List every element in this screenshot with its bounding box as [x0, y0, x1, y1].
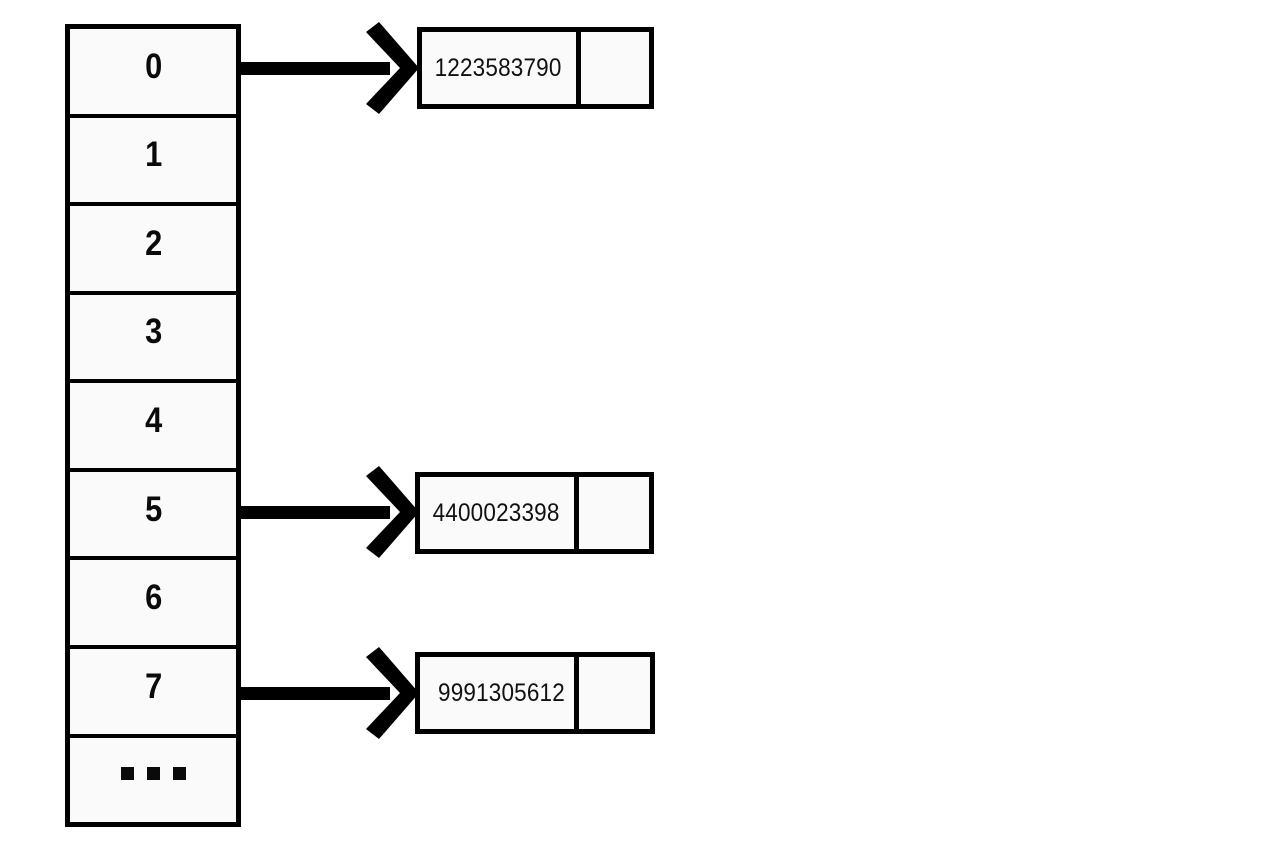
- bucket-slot-label: 4: [144, 401, 162, 441]
- bucket-slot-5[interactable]: 5: [70, 471, 236, 561]
- ellipsis-icon: [120, 767, 186, 781]
- list-node[interactable]: 4400023398: [415, 472, 654, 554]
- node-value: 9991305612: [438, 678, 565, 707]
- node-next-pointer-cell: [579, 477, 649, 549]
- node-next-pointer-cell: [579, 657, 650, 729]
- node-data-cell: 1223583790: [422, 32, 581, 104]
- list-node[interactable]: 9991305612: [415, 652, 655, 734]
- list-node[interactable]: 1223583790: [417, 27, 654, 109]
- node-value: 1223583790: [434, 53, 562, 82]
- bucket-slot-7[interactable]: 7: [70, 648, 236, 738]
- arrow-slot-5-to-node-2: [238, 466, 420, 558]
- bucket-slot-2[interactable]: 2: [70, 206, 236, 295]
- node-data-cell: 4400023398: [420, 477, 579, 549]
- bucket-array: 0 1 2 3 4 5 6 7: [65, 24, 241, 827]
- arrow-slot-7-to-node-3: [238, 647, 420, 739]
- bucket-slot-label: 3: [144, 312, 162, 352]
- bucket-slot-ellipsis: [70, 737, 236, 823]
- node-value: 4400023398: [432, 498, 560, 527]
- bucket-slot-1[interactable]: 1: [70, 117, 236, 207]
- bucket-slot-0[interactable]: 0: [70, 29, 236, 118]
- bucket-slot-label: 2: [144, 223, 162, 263]
- bucket-slot-3[interactable]: 3: [70, 294, 236, 384]
- bucket-slot-label: 6: [144, 578, 162, 618]
- node-data-cell: 9991305612: [420, 657, 579, 729]
- bucket-slot-label: 5: [144, 489, 162, 529]
- bucket-slot-label: 0: [144, 46, 162, 86]
- bucket-slot-label: 1: [144, 135, 162, 175]
- bucket-slot-4[interactable]: 4: [70, 383, 236, 472]
- node-next-pointer-cell: [581, 32, 649, 104]
- arrow-slot-0-to-node-1: [238, 22, 420, 114]
- bucket-slot-6[interactable]: 6: [70, 560, 236, 649]
- bucket-slot-label: 7: [144, 666, 162, 706]
